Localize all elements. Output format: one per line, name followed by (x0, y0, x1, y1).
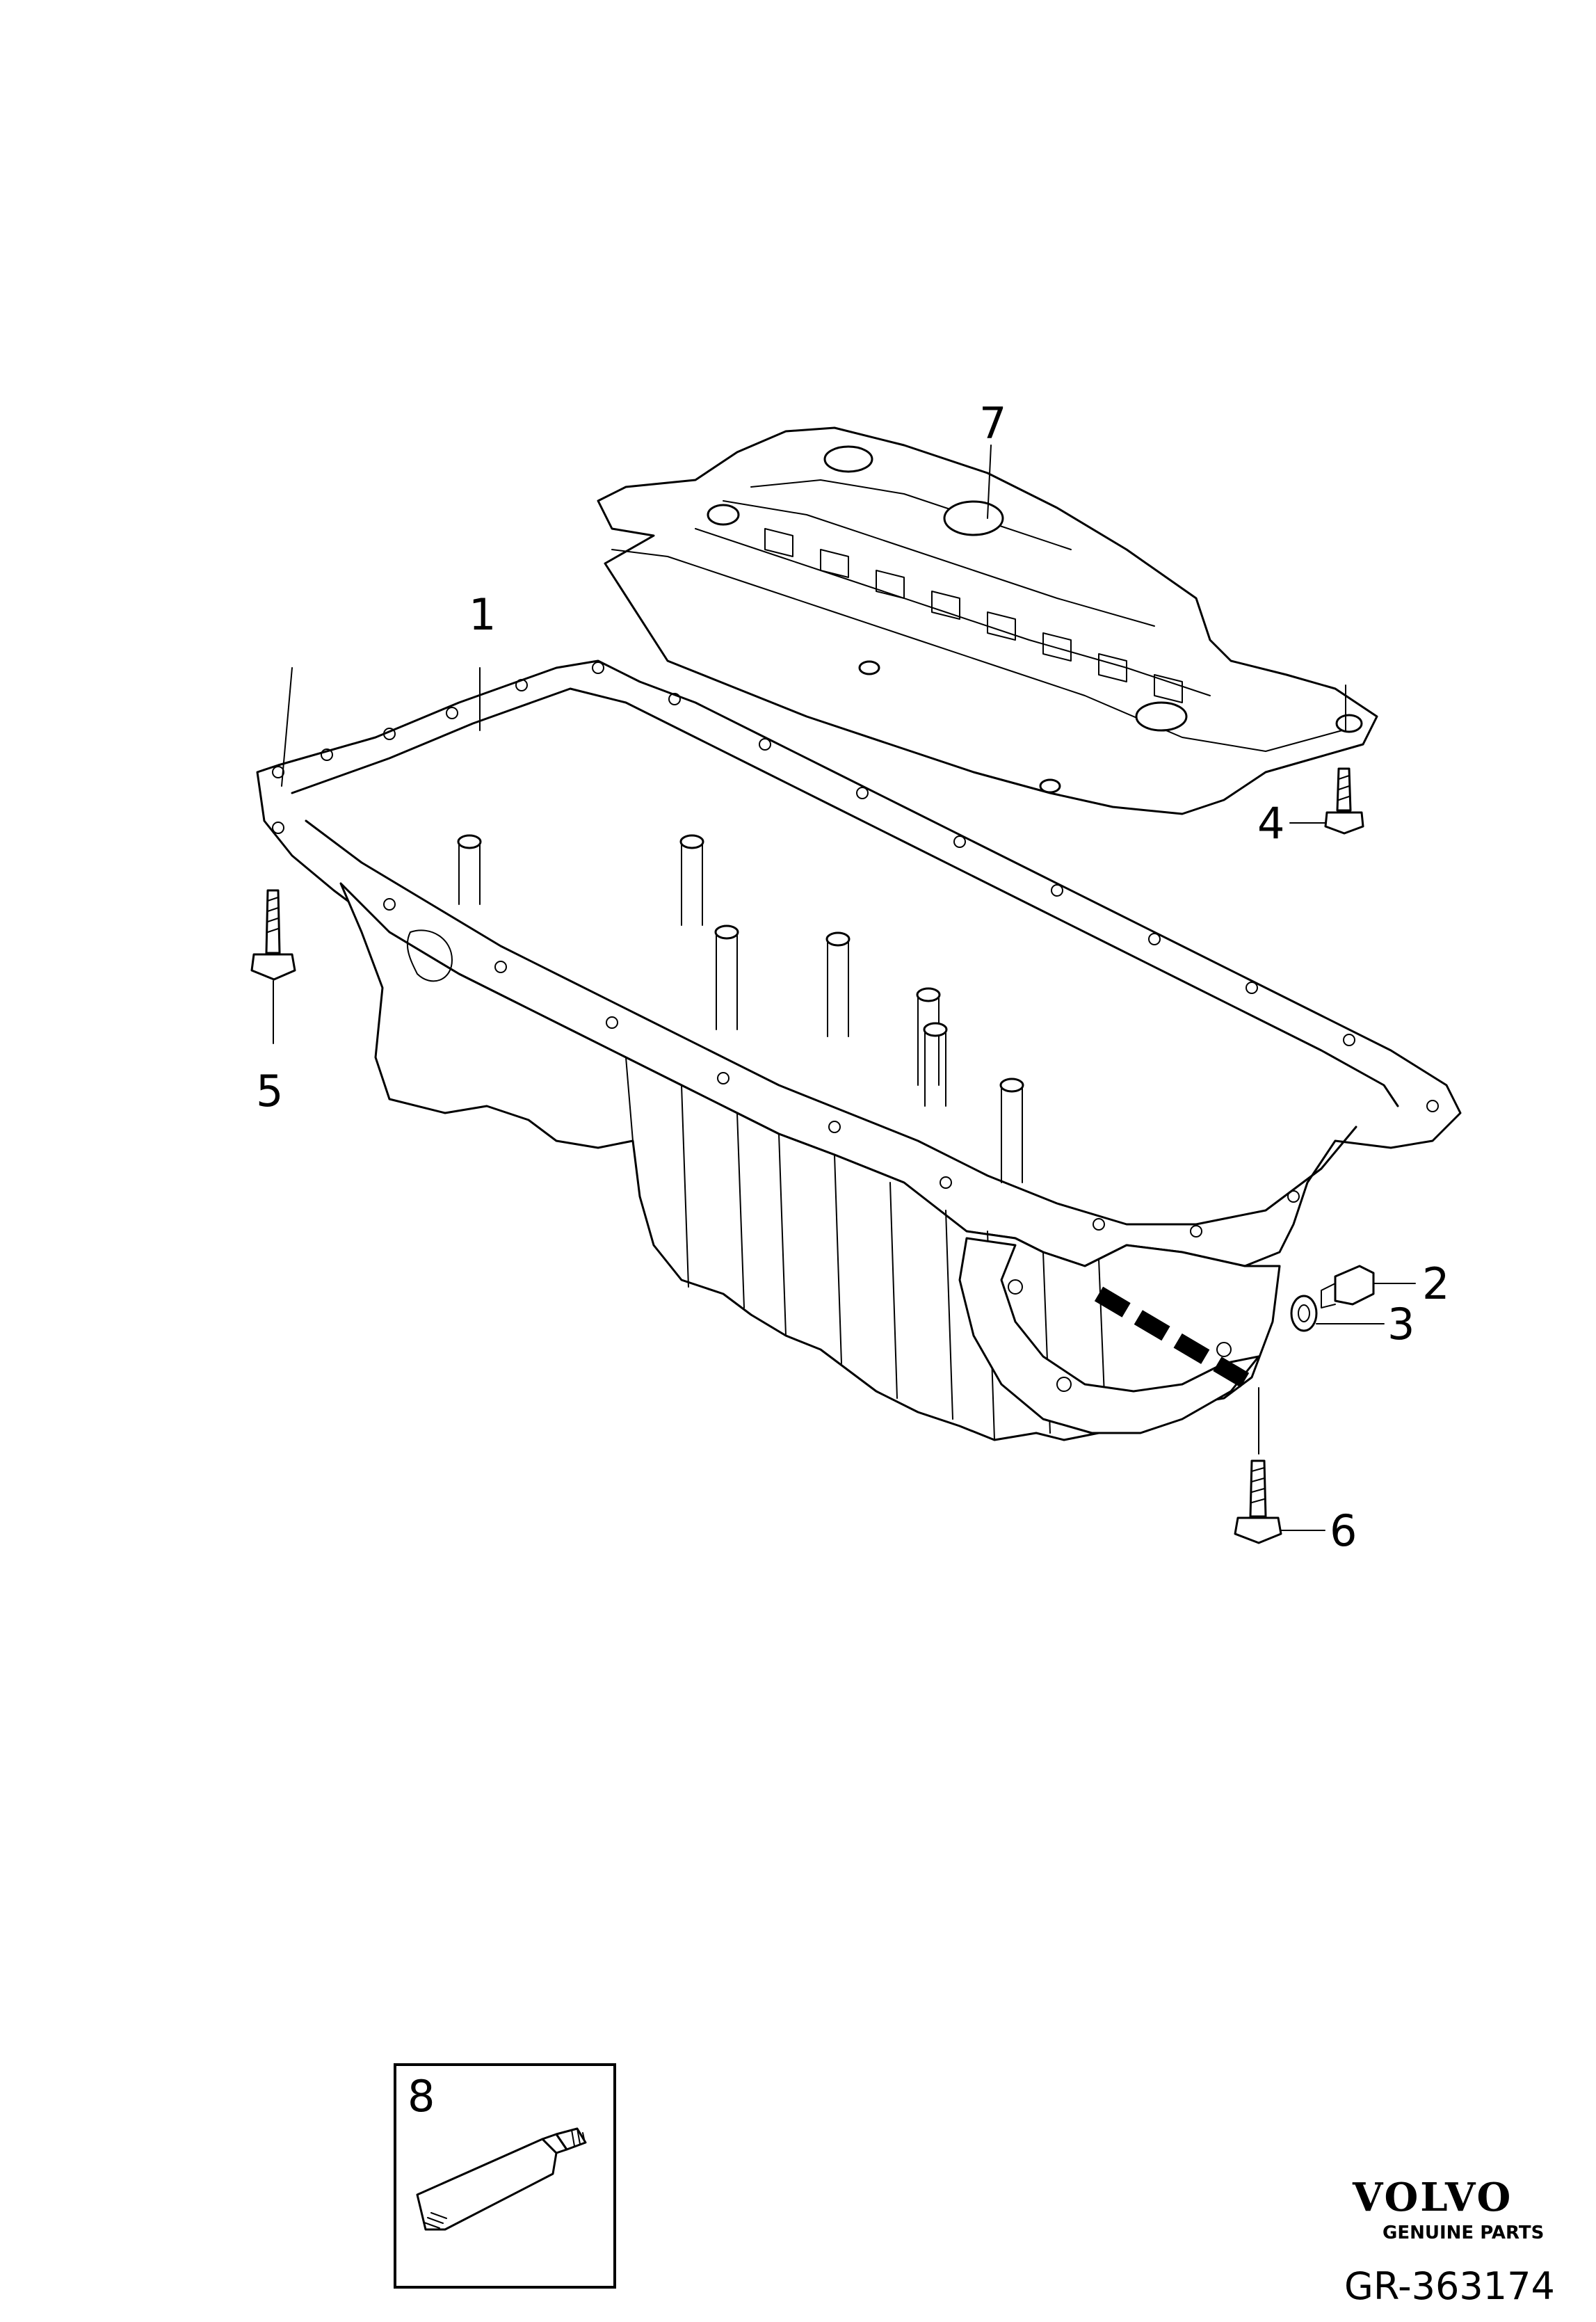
sealant-bead (1094, 1286, 1257, 1392)
callout-1: 1 (469, 589, 496, 640)
callout-6: 6 (1330, 1505, 1357, 1556)
callout-4: 4 (1257, 798, 1284, 849)
baffle-plate (597, 426, 1378, 815)
pan-bolt-left (250, 667, 296, 1044)
rear-bolt (1234, 1387, 1325, 1544)
flange-holes (272, 662, 1439, 1238)
callout-3: 3 (1387, 1299, 1414, 1350)
sealant-tube-icon (416, 2127, 587, 2231)
drain-plug (1321, 1265, 1416, 1308)
diagram-reference: GR-363174 (1344, 2264, 1555, 2308)
volvo-logo: VOLVO GENUINE PARTS (1352, 2175, 1544, 2243)
callout-5: 5 (256, 1066, 283, 1116)
sealing-washer (1290, 1295, 1385, 1332)
sealant-tube-box: 8 (394, 2063, 616, 2289)
callout-8: 8 (408, 2071, 435, 2122)
oil-pan (256, 659, 1462, 1441)
brand-logo-text: VOLVO (1352, 2175, 1513, 2220)
baffle-bolt (1289, 684, 1364, 835)
callout-7: 7 (979, 398, 1006, 449)
callout-2: 2 (1422, 1258, 1449, 1309)
brand-tagline: GENUINE PARTS (1383, 2223, 1544, 2243)
